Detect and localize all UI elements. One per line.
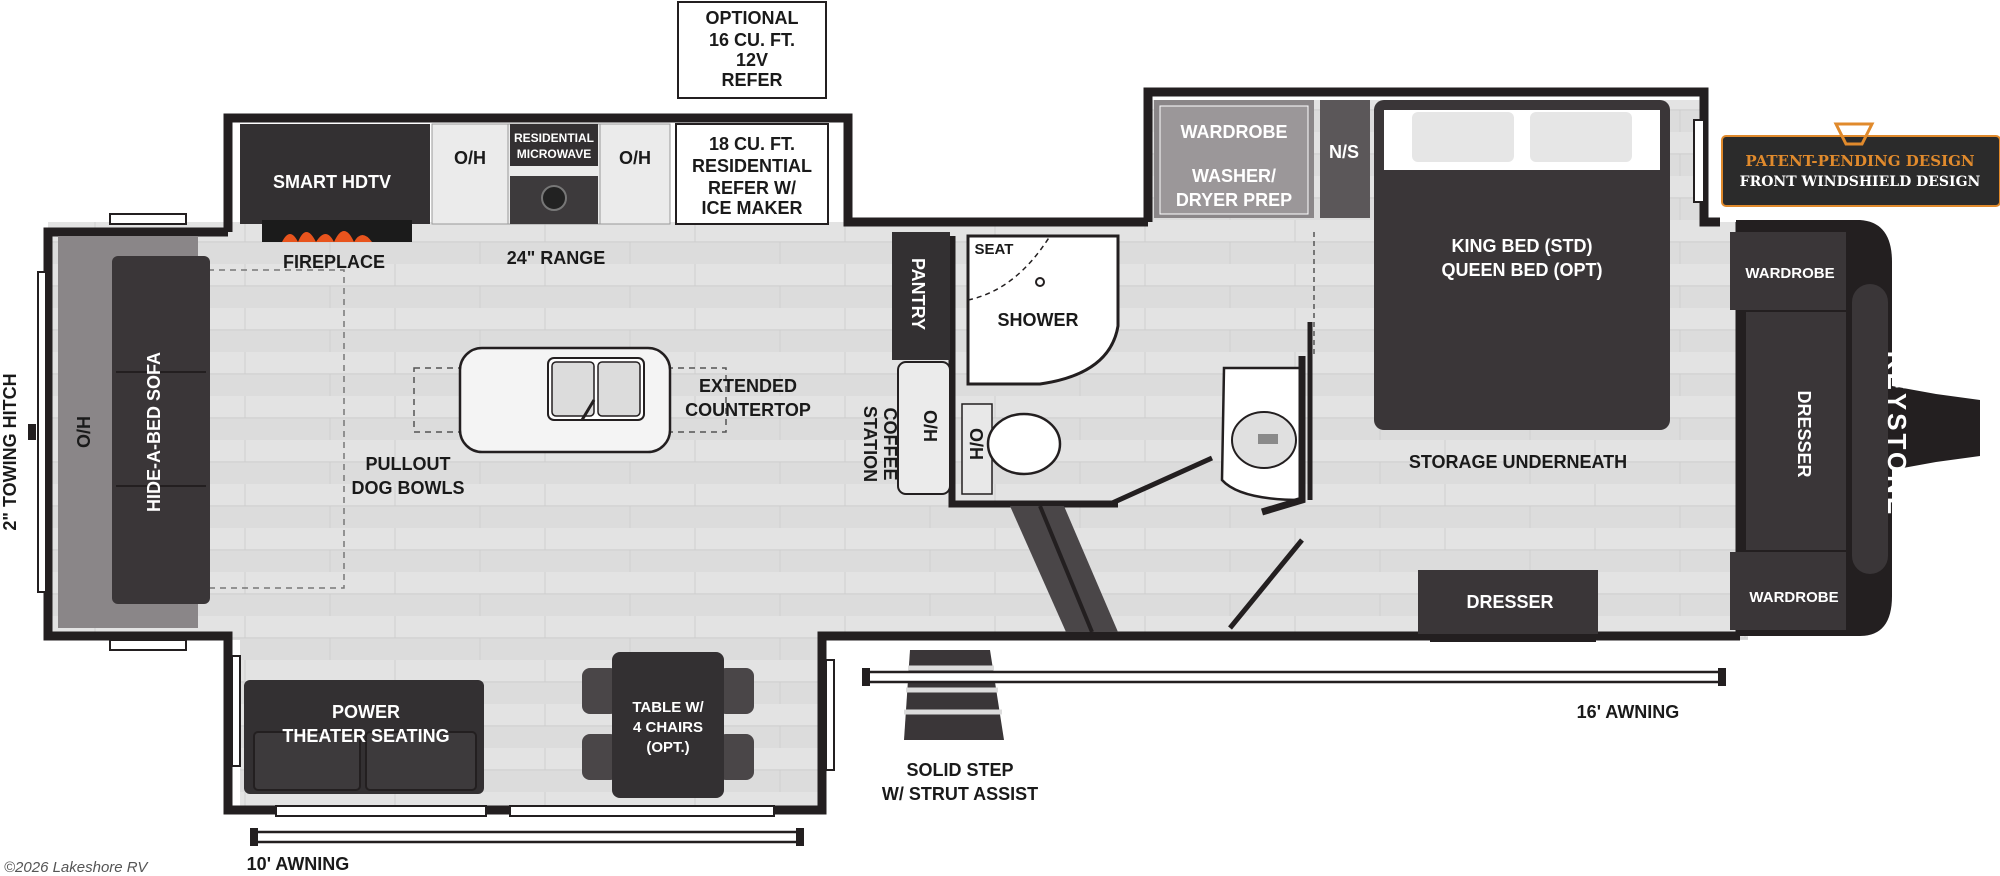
dresser-bottom-label: DRESSER	[1466, 592, 1553, 612]
dresser-right-label: DRESSER	[1794, 390, 1814, 477]
towing-hitch-label: 2" TOWING HITCH	[0, 373, 20, 530]
step-line-1: SOLID STEP	[906, 760, 1013, 780]
theater-line-1: POWER	[332, 702, 400, 722]
bed-label-line-1: KING BED (STD)	[1452, 236, 1593, 256]
bedroom-door-icon	[1228, 538, 1304, 630]
coffee-station-line-1: COFFEE	[880, 407, 900, 480]
table-line-1: TABLE W/	[632, 699, 704, 716]
pillow-left-icon	[1412, 112, 1514, 162]
smart-hdtv-label: SMART HDTV	[273, 172, 391, 192]
interior-stairs	[1010, 505, 1118, 633]
optional-refer-line-3: 12V	[736, 50, 768, 70]
patent-badge: PATENT-PENDING DESIGN FRONT WINDSHIELD D…	[1721, 122, 2000, 207]
watermark: ©2026 Lakeshore RV	[4, 859, 149, 876]
microwave-label-line-2: MICROWAVE	[517, 147, 591, 161]
extended-countertop-line-1: EXTENDED	[699, 376, 797, 396]
optional-refer: OPTIONAL 16 CU. FT. 12V REFER	[677, 1, 827, 99]
washer-dryer-line-1: WASHER/	[1192, 166, 1276, 186]
table-line-2: 4 CHAIRS	[633, 719, 703, 736]
oh-coffee-label: O/H	[920, 410, 940, 442]
theater-line-2: THEATER SEATING	[282, 726, 449, 746]
chair-icon	[718, 734, 754, 780]
shower-label: SHOWER	[998, 310, 1079, 330]
nightstand-label: N/S	[1329, 142, 1359, 162]
oh-cabinet-right-label: O/H	[619, 148, 651, 168]
wardrobe-washer-label: WARDROBE	[1181, 122, 1288, 142]
bedroom-slide: WARDROBE WASHER/ DRYER PREP N/S KING BED…	[1154, 100, 1705, 430]
awning-16-label: 16' AWNING	[1577, 702, 1680, 722]
chair-icon	[582, 668, 618, 714]
residential-refer-line-1: 18 CU. FT.	[709, 134, 795, 154]
range-label: 24" RANGE	[507, 248, 606, 268]
pillow-right-icon	[1530, 112, 1632, 162]
shower-drain-icon	[1035, 277, 1045, 287]
residential-refer-line-3: REFER W/	[708, 178, 796, 198]
badge-chevron-icon	[1833, 122, 1875, 146]
bathroom: SEAT SHOWER O/H	[948, 232, 1315, 630]
living-slide-furniture: POWER THEATER SEATING TABLE W/ 4 CHAIRS …	[231, 652, 835, 817]
brand-logo: KEYSTONE	[1882, 351, 1912, 518]
badge-line-2: FRONT WINDSHIELD DESIGN	[1740, 174, 1981, 190]
awning-10-label: 10' AWNING	[247, 854, 350, 874]
sofa-slide: HIDE-A-BED SOFA O/H	[37, 213, 345, 651]
bedroom-window-icon	[1693, 119, 1705, 203]
pullout-line-2: DOG BOWLS	[352, 478, 465, 498]
fireplace-flames-icon	[282, 231, 372, 242]
fireplace-label: FIREPLACE	[283, 252, 385, 272]
optional-refer-line-4: REFER	[721, 70, 782, 90]
badge-line-1: PATENT-PENDING DESIGN	[1745, 152, 1975, 170]
storage-underneath-label: STORAGE UNDERNEATH	[1409, 452, 1627, 472]
chair-icon	[582, 734, 618, 780]
residential-refer-line-4: ICE MAKER	[701, 198, 802, 218]
kitchen-cabinets: SMART HDTV O/H RESIDENTIAL MICROWAVE O/H…	[240, 123, 829, 272]
hitch-icon	[28, 424, 36, 440]
table-line-3: (OPT.)	[646, 739, 689, 756]
washer-dryer-line-2: DRYER PREP	[1176, 190, 1292, 210]
step-line-2: W/ STRUT ASSIST	[882, 784, 1038, 804]
seat-label: SEAT	[975, 241, 1014, 258]
oh-cabinet-left-label: O/H	[454, 148, 486, 168]
front-closets: WARDROBE DRESSER WARDROBE DRESSER	[1418, 232, 1846, 642]
coffee-station-line-2: STATION	[860, 406, 880, 482]
sofa-label: HIDE-A-BED SOFA	[144, 352, 164, 512]
toilet-icon	[986, 412, 1062, 476]
oh-sofa-label: O/H	[74, 416, 94, 448]
kitchen-island: EXTENDED COUNTERTOP	[413, 346, 811, 454]
wardrobe-bottom-label: WARDROBE	[1749, 589, 1838, 606]
pantry-coffee: PANTRY O/H COFFEE STATION	[860, 232, 951, 495]
extended-countertop-line-2: COUNTERTOP	[685, 400, 811, 420]
residential-refer-line-2: RESIDENTIAL	[692, 156, 812, 176]
pantry-label: PANTRY	[908, 258, 928, 330]
wardrobe-top-label: WARDROBE	[1745, 265, 1834, 282]
oh-toilet-label: O/H	[966, 428, 986, 460]
optional-refer-line-1: OPTIONAL	[706, 8, 799, 28]
awnings: 16' AWNING 10' AWNING	[247, 668, 1726, 874]
bed-label-line-2: QUEEN BED (OPT)	[1441, 260, 1602, 280]
optional-refer-line-2: 16 CU. FT.	[709, 30, 795, 50]
pullout-line-1: PULLOUT	[366, 454, 451, 474]
chair-icon	[718, 668, 754, 714]
microwave-label-line-1: RESIDENTIAL	[514, 131, 594, 145]
